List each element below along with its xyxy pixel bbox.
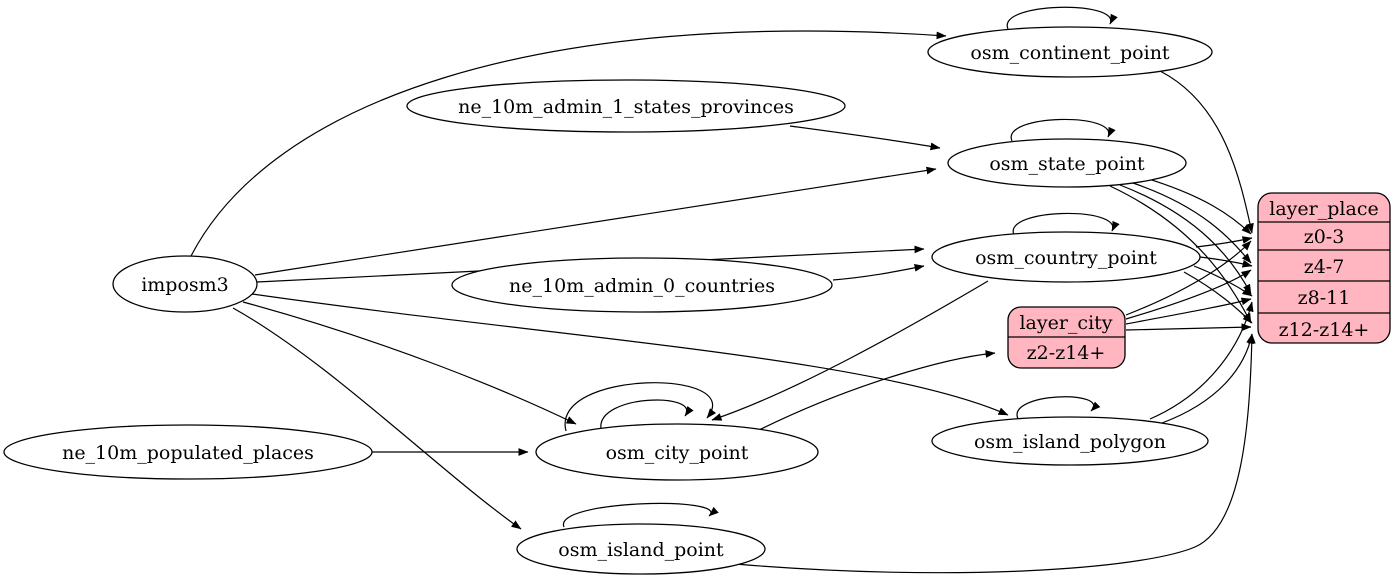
edge-osm_state_point-z4-7 <box>1129 181 1252 264</box>
imposm3-label: imposm3 <box>141 274 229 296</box>
layer_city-title: layer_city <box>1019 312 1112 334</box>
osm_state_point-label: osm_state_point <box>989 153 1145 175</box>
osm_city_point-shape <box>535 423 819 481</box>
osm_island_polygon-shape <box>931 416 1209 466</box>
edge-imposm3-osm_continent_point <box>189 30 947 259</box>
edge-ne_10m_admin_1_states_provinces-osm_state_point <box>789 125 941 151</box>
layer_place-shape <box>1257 192 1391 344</box>
node-ne_10m_populated_places: ne_10m_populated_places <box>3 424 373 480</box>
osm_state_point-shape <box>947 138 1187 188</box>
layer_place-row-z8-11: z8-11 <box>1298 287 1351 309</box>
edge-layer <box>189 6 1256 574</box>
selfloop-osm_city_point-outer <box>564 382 717 432</box>
osm_island_point-shape <box>516 523 766 575</box>
layer_place-row-z0-3: z0-3 <box>1304 226 1345 248</box>
osm_continent_point-label: osm_continent_point <box>970 42 1170 64</box>
selfloop-osm_city_point-inner <box>600 399 694 430</box>
edge-osm_state_point-z12-z14 <box>1109 185 1252 324</box>
edge-osm_country_point-osm_city_point <box>711 280 989 421</box>
edge-osm_island_polygon-z8-11 <box>1149 301 1254 420</box>
edge-imposm3-osm_city_point <box>242 301 577 425</box>
imposm3-shape <box>112 255 258 313</box>
edge-osm_country_point-z12-z14 <box>1183 271 1253 324</box>
edge-layer_city-z8-11 <box>1125 297 1252 325</box>
node-ne_10m_admin_0_countries: ne_10m_admin_0_countries <box>451 257 833 313</box>
ne_10m_populated_places-label: ne_10m_populated_places <box>62 442 314 464</box>
node-osm_city_point: osm_city_point <box>535 423 819 481</box>
edge-osm_island_point-z12-z14 <box>734 333 1256 574</box>
layer_place-row-z12-z14: z12-z14+ <box>1279 319 1370 341</box>
layer_place-title: layer_place <box>1269 198 1378 220</box>
ne_10m_admin_0_countries-shape <box>451 257 833 313</box>
osm_island_point-label: osm_island_point <box>558 539 724 561</box>
selfloop-osm_island_polygon <box>1016 396 1101 420</box>
node-osm_island_point: osm_island_point <box>516 523 766 575</box>
edge-osm_state_point-z0-3 <box>1141 176 1252 235</box>
osm_country_point-label: osm_country_point <box>975 247 1157 269</box>
edge-osm_country_point-z0-3 <box>1195 236 1253 248</box>
node-layer_city: layer_city z2-z14+ <box>1007 306 1126 369</box>
ne_10m_admin_0_countries-label: ne_10m_admin_0_countries <box>509 275 775 297</box>
osm_island_polygon-label: osm_island_polygon <box>974 431 1166 453</box>
selfloop-osm_continent_point <box>1006 6 1118 30</box>
node-osm_continent_point: osm_continent_point <box>927 26 1213 78</box>
edge-osm_country_point-z4-7 <box>1199 256 1253 268</box>
node-osm_country_point: osm_country_point <box>931 231 1201 283</box>
layer_city-row-z2-z14: z2-z14+ <box>1027 342 1106 364</box>
layer_place-row-z4-7: z4-7 <box>1304 256 1345 278</box>
ne_10m_populated_places-shape <box>3 424 373 480</box>
node-osm_state_point: osm_state_point <box>947 138 1187 188</box>
edge-osm_city_point-layer_city <box>756 350 996 432</box>
osm_country_point-shape <box>931 231 1201 283</box>
selfloop-osm_country_point <box>1012 212 1120 236</box>
edge-imposm3-osm_state_point <box>254 166 937 276</box>
osm_city_point-label: osm_city_point <box>606 442 749 464</box>
ne_10m_admin_1_states_provinces-label: ne_10m_admin_1_states_provinces <box>458 96 794 118</box>
selfloop-osm_island_point <box>563 502 719 528</box>
node-layer_place: layer_place z0-3 z4-7 z8-11 z12-z14+ <box>1257 192 1391 344</box>
edge-imposm3-osm_island_point <box>232 307 522 530</box>
edge-layer_city-z0-3 <box>1125 240 1252 316</box>
edge-layer_city-z4-7 <box>1125 269 1252 320</box>
node-ne_10m_admin_1_states_provinces: ne_10m_admin_1_states_provinces <box>406 79 846 133</box>
edge-osm_island_polygon-z12-z14 <box>1161 333 1254 424</box>
node-imposm3: imposm3 <box>112 255 258 313</box>
edge-ne_10m_admin_0_countries-osm_country_point <box>832 263 925 281</box>
osm_continent_point-shape <box>927 26 1213 78</box>
node-osm_island_polygon: osm_island_polygon <box>931 416 1209 466</box>
edge-osm_continent_point-z0-3 <box>1159 70 1254 234</box>
selfloop-osm_state_point <box>1010 118 1116 142</box>
edge-layer_city-z12-z14 <box>1125 323 1252 332</box>
edge-osm_state_point-z8-11 <box>1119 184 1252 295</box>
ne_10m_admin_1_states_provinces-shape <box>406 79 846 133</box>
edge-imposm3-osm_island_polygon <box>251 293 1009 416</box>
